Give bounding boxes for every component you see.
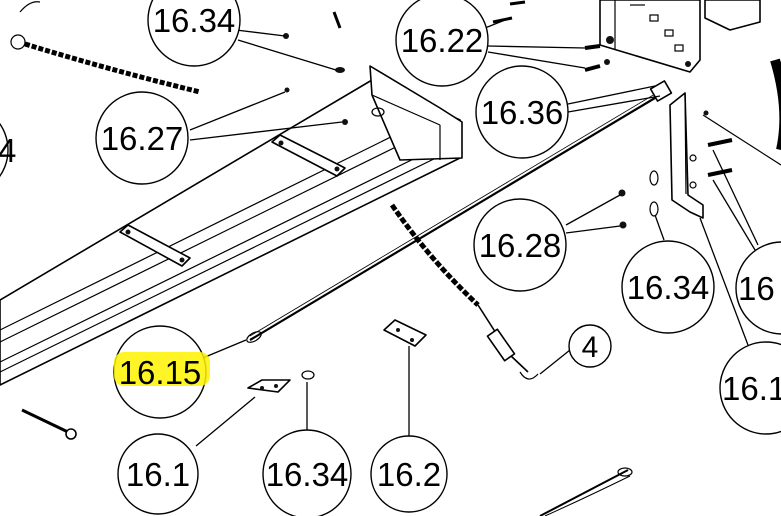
callout-16-34-bottom: 16.34 — [262, 429, 352, 516]
plate-16-1 — [247, 379, 291, 393]
svg-text:16.34: 16.34 — [153, 2, 236, 39]
svg-text:16.34: 16.34 — [627, 269, 710, 306]
long-rod — [246, 80, 673, 343]
svg-text:16.2: 16.2 — [377, 456, 441, 493]
chain-center — [389, 203, 539, 380]
callout-16-edge-right: 16 — [735, 241, 781, 335]
beam-strap-2 — [271, 134, 346, 177]
pin-bottom-left — [21, 408, 77, 440]
rope-bottom — [539, 467, 633, 516]
beam-strap-1 — [119, 224, 191, 267]
washer-16-34 — [301, 370, 315, 380]
svg-text:16.28: 16.28 — [479, 227, 562, 264]
callout-16-34-right: 16.34 — [621, 240, 715, 334]
svg-text:16.27: 16.27 — [101, 120, 184, 157]
callout-16-36: 16.36 — [475, 65, 569, 159]
callout-16-15: 16.15 — [113, 325, 210, 419]
callout-16-27: 16.27 — [95, 91, 189, 185]
leader-lines — [189, 17, 759, 447]
bolts-right — [703, 110, 733, 177]
top-right-box — [599, 0, 781, 150]
right-bracket — [669, 92, 781, 219]
highlight-marker — [114, 352, 210, 386]
chain-top-left — [10, 1, 201, 95]
callout-16-1-edge-right: 16.1 — [719, 341, 781, 435]
callout-16-1-bottom: 16.1 — [117, 433, 199, 515]
svg-text:16.1: 16.1 — [722, 370, 781, 407]
svg-text:16.15: 16.15 — [119, 354, 202, 391]
svg-text:16.22: 16.22 — [401, 22, 484, 59]
callout-16-28: 16.28 — [473, 198, 567, 292]
svg-text:16.36: 16.36 — [481, 94, 564, 131]
callout-16-22: 16.22 — [395, 0, 489, 87]
plate-16-2 — [383, 319, 427, 347]
callout-4-edge-left: 4 — [0, 122, 16, 178]
svg-text:16: 16 — [738, 270, 775, 307]
callout-4: 4 — [568, 324, 612, 368]
callout-16-2: 16.2 — [370, 435, 448, 513]
nuts-center-right — [618, 170, 659, 229]
svg-text:16.34: 16.34 — [266, 456, 349, 493]
callout-16-34-top: 16.34 — [147, 0, 241, 67]
svg-text:16.1: 16.1 — [126, 456, 190, 493]
svg-text:4: 4 — [582, 331, 599, 364]
svg-text:4: 4 — [0, 132, 16, 169]
